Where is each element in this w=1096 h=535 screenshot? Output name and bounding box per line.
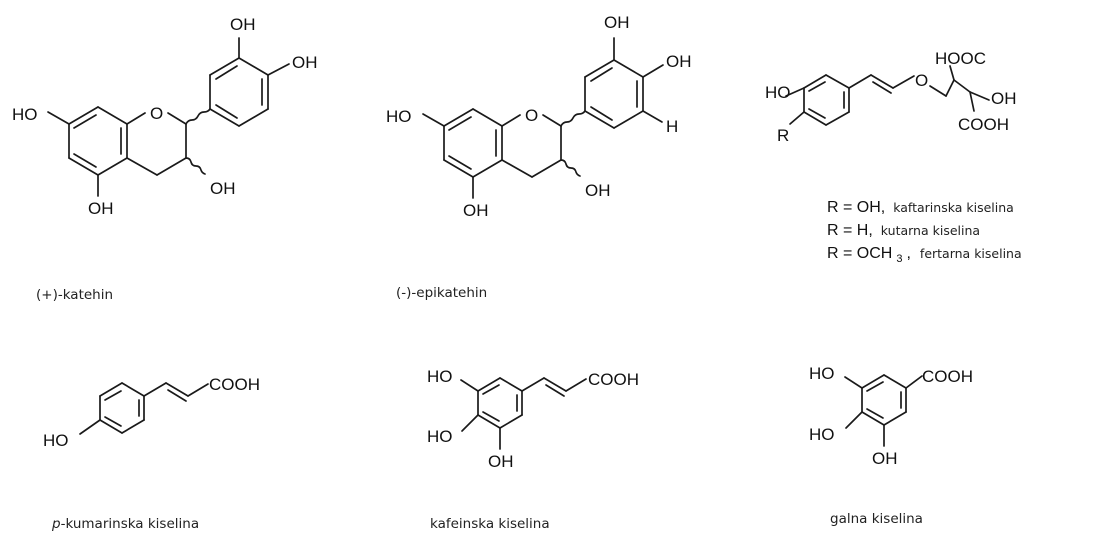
caffeic-oh-bottom-label: OH xyxy=(488,452,514,471)
compound-caffeic-acid: HO HO OH COOH kafeinska kiselina xyxy=(427,367,639,532)
tartaric-esters-ho-label: HO xyxy=(765,83,791,102)
variant-legend-row: R = OH, kaftarinska kiselina xyxy=(827,199,1014,216)
p-coumaric-bonds xyxy=(79,382,209,435)
catechin-ring-oxygen-label: O xyxy=(150,104,163,123)
compound-tartaric-esters: HO R O HOOC OH COOH R = OH, kaftarinska … xyxy=(765,49,1022,266)
caffeic-caption: kafeinska kiselina xyxy=(430,516,550,532)
compound-gallic-acid: HO HO OH COOH galna kiselina xyxy=(809,364,973,527)
epicatechin-ring-oxygen-label: O xyxy=(525,106,538,125)
variant-formula: R = OCH xyxy=(827,245,892,262)
variant-legend-row: R = H, kutarna kiselina xyxy=(827,222,980,239)
variant-name: kaftarinska kiselina xyxy=(893,200,1014,215)
catechin-oh-bottom-label: OH xyxy=(88,199,114,218)
catechin-oh-top-label: OH xyxy=(230,15,256,34)
p-coumaric-cooh-label: COOH xyxy=(209,375,260,394)
epicatechin-ho-left-label: HO xyxy=(386,107,412,126)
compound-p-coumaric-acid: HO COOH p-kumarinska kiselina xyxy=(43,375,260,532)
catechin-ho-left-label: HO xyxy=(12,105,38,124)
caffeic-ho-top-label: HO xyxy=(427,367,453,386)
variant-name: fertarna kiselina xyxy=(920,246,1022,261)
caffeic-cooh-label: COOH xyxy=(588,370,639,389)
epicatechin-h-label: H xyxy=(666,117,678,136)
epicatechin-oh-bottom-label: OH xyxy=(463,201,489,220)
compound-epicatechin: OH OH H HO O OH OH (-)-epikatehin xyxy=(386,13,692,301)
tartaric-esters-oh-label: OH xyxy=(991,89,1017,108)
variant-name: kutarna kiselina xyxy=(881,223,980,238)
p-coumaric-caption-rest: -kumarinska kiselina xyxy=(61,516,200,532)
caffeic-bonds xyxy=(460,377,587,450)
catechin-oh-c3-label: OH xyxy=(210,179,236,198)
variant-formula: R = OH, xyxy=(827,199,885,216)
gallic-ho-mid-label: HO xyxy=(809,425,835,444)
variant-formula-subscript: 3 xyxy=(896,253,902,265)
gallic-oh-bottom-label: OH xyxy=(872,449,898,468)
catechin-oh-right-label: OH xyxy=(292,53,318,72)
tartaric-esters-cooh-label: COOH xyxy=(958,115,1009,134)
epicatechin-oh-c3-label: OH xyxy=(585,181,611,200)
gallic-bonds xyxy=(844,374,923,447)
epicatechin-caption: (-)-epikatehin xyxy=(396,285,487,301)
tartaric-esters-bonds xyxy=(785,65,990,126)
catechin-bonds xyxy=(47,37,290,197)
tartaric-esters-o-label: O xyxy=(915,71,928,90)
variant-formula: R = H, xyxy=(827,222,873,239)
tartaric-esters-hooc-label: HOOC xyxy=(935,49,986,68)
variant-legend: R = OH, kaftarinska kiselina R = H, kuta… xyxy=(827,199,1022,266)
compound-catechin: OH OH HO O OH OH (+)-katehin xyxy=(12,15,318,303)
gallic-cooh-label: COOH xyxy=(922,367,973,386)
variant-legend-row: R = OCH 3 , fertarna kiselina xyxy=(827,245,1022,266)
epicatechin-bonds xyxy=(422,37,664,199)
variant-formula-tail: , xyxy=(906,245,910,262)
epicatechin-oh-right-label: OH xyxy=(666,52,692,71)
epicatechin-oh-top-label: OH xyxy=(604,13,630,32)
gallic-ho-top-label: HO xyxy=(809,364,835,383)
caffeic-ho-mid-label: HO xyxy=(427,427,453,446)
p-coumaric-caption-prefix: p xyxy=(51,516,61,532)
catechin-caption: (+)-katehin xyxy=(36,287,113,303)
p-coumaric-caption: p-kumarinska kiselina xyxy=(51,516,199,532)
gallic-caption: galna kiselina xyxy=(830,511,923,527)
tartaric-esters-r-label: R xyxy=(777,126,789,145)
p-coumaric-ho-label: HO xyxy=(43,431,69,450)
